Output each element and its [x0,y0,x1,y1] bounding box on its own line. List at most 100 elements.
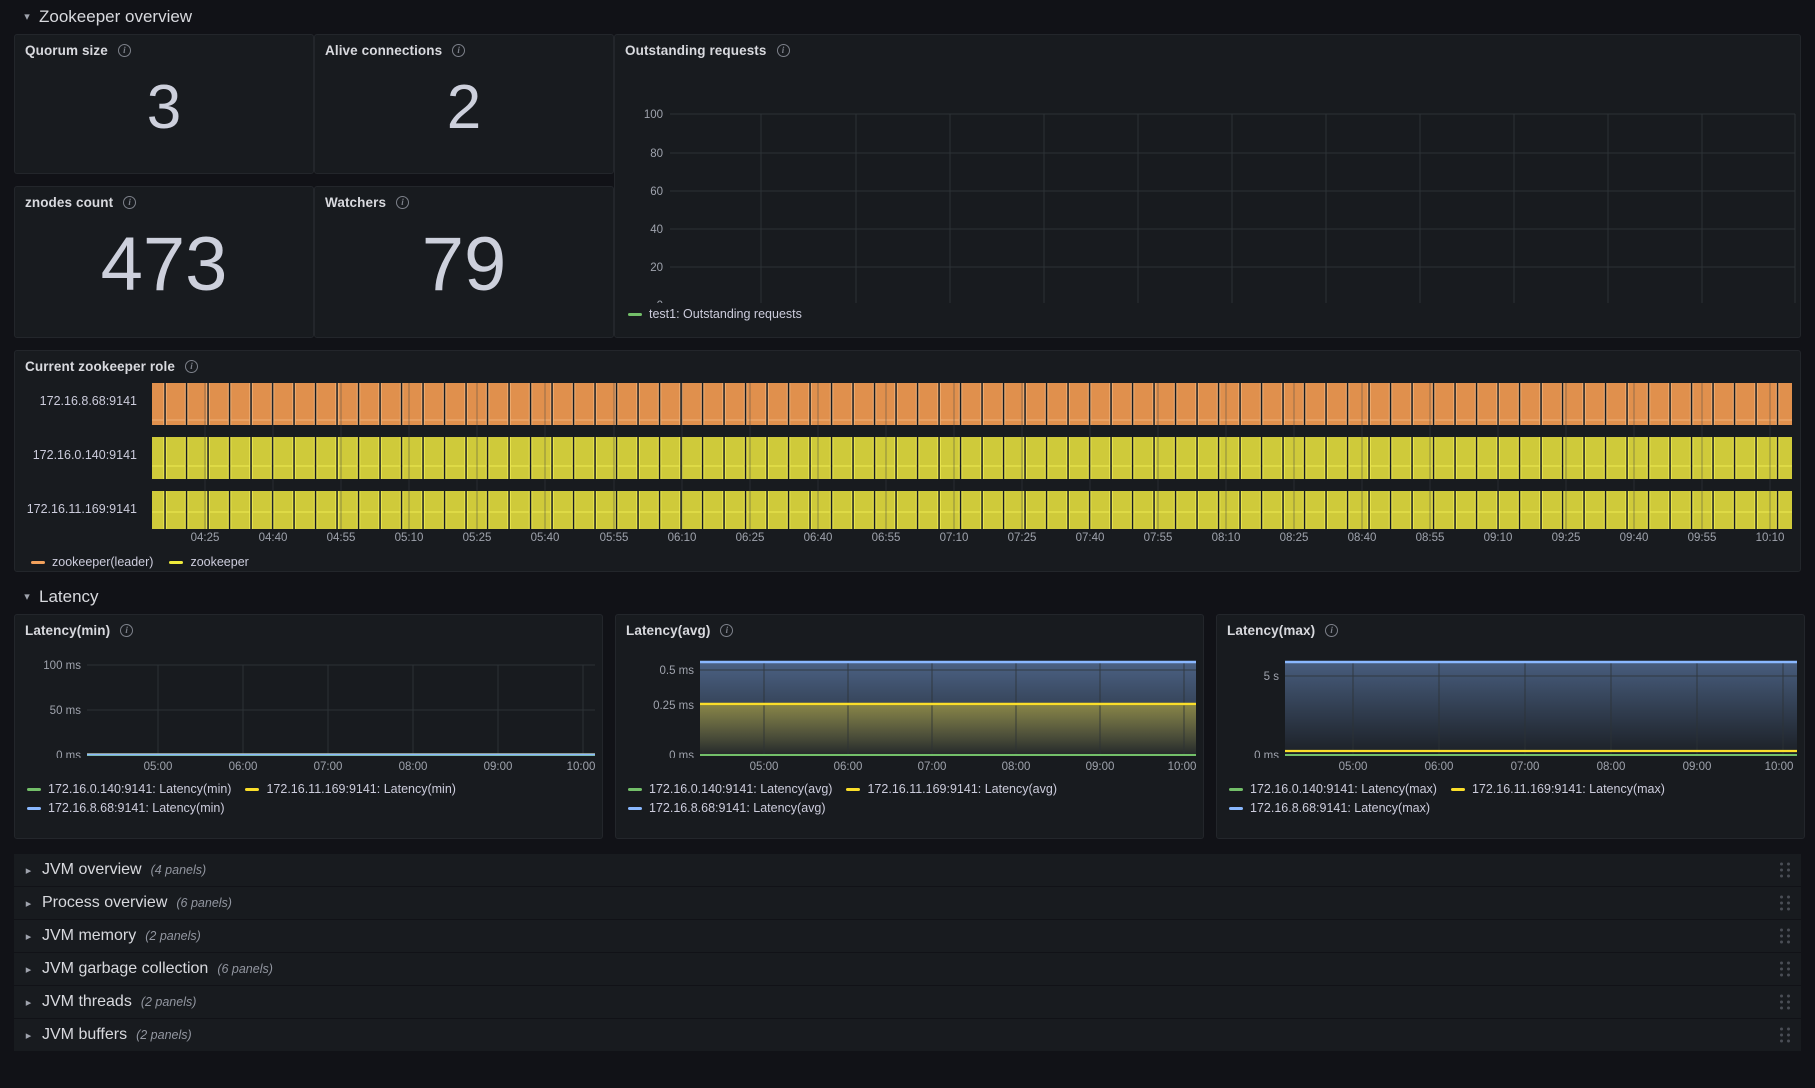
chevron-right-icon: ▸ [25,963,32,976]
svg-text:09:55: 09:55 [1688,532,1717,544]
row-jvm-buffers[interactable]: ▸ JVM buffers (2 panels) [14,1019,1801,1051]
panel-title-text: Alive connections [325,43,443,58]
svg-text:172.16.0.140:9141: 172.16.0.140:9141 [33,448,137,462]
legend-label: 172.16.8.68:9141: Latency(min) [48,801,225,815]
legend-item-follower[interactable]: zookeeper [169,555,249,569]
collapsed-rows-list: ▸ JVM overview (4 panels) ▸ Process over… [14,854,1801,1051]
chevron-down-icon: ▾ [24,10,30,23]
chart-legend: 172.16.0.140:9141: Latency(avg) 172.16.1… [616,778,1203,815]
row-panel-count: (6 panels) [217,962,273,976]
panel-watchers[interactable]: Watchers i 79 [314,186,614,338]
svg-text:80: 80 [650,148,663,160]
panel-title-text: Current zookeeper role [25,359,175,374]
info-icon[interactable]: i [120,624,134,637]
panel-header: Alive connections i [315,35,613,58]
stat-value: 3 [146,73,182,142]
panel-header: Current zookeeper role i [15,351,1800,374]
row-jvm-threads[interactable]: ▸ JVM threads (2 panels) [14,986,1801,1018]
svg-text:06:10: 06:10 [668,532,697,544]
panel-latency-min[interactable]: Latency(min) i 100 ms 50 ms 0 ms [14,614,603,839]
row-header-latency[interactable]: ▾ Latency [14,580,1801,614]
svg-text:0 ms: 0 ms [56,750,81,758]
info-icon[interactable]: i [396,196,410,209]
drag-handle-icon[interactable] [1780,928,1790,944]
legend-color-swatch [245,787,260,791]
latency-min-chart[interactable]: 100 ms 50 ms 0 ms [15,638,602,758]
panel-header: Latency(min) i [15,615,602,638]
legend-color-swatch [1229,806,1243,810]
legend-item[interactable]: 172.16.11.169:9141: Latency(avg) [846,782,1057,796]
legend-item[interactable]: 172.16.11.169:9141: Latency(max) [1450,782,1665,796]
legend-item[interactable]: 172.16.8.68:9141: Latency(min) [27,801,602,815]
legend-label: 172.16.11.169:9141: Latency(avg) [867,782,1057,796]
panel-title-text: Latency(max) [1227,623,1316,638]
drag-handle-icon[interactable] [1780,1027,1790,1043]
row-jvm-memory[interactable]: ▸ JVM memory (2 panels) [14,920,1801,952]
legend-item[interactable]: 172.16.11.169:9141: Latency(min) [245,782,456,796]
info-icon[interactable]: i [1325,624,1339,637]
panel-alive-connections[interactable]: Alive connections i 2 [314,34,614,174]
info-icon[interactable]: i [123,196,137,209]
drag-handle-icon[interactable] [1780,895,1790,911]
legend-label: 172.16.8.68:9141: Latency(avg) [649,801,826,815]
chevron-right-icon: ▸ [25,1029,32,1042]
legend-item[interactable]: 172.16.0.140:9141: Latency(avg) [628,782,832,796]
panel-title-text: znodes count [25,195,114,210]
info-icon[interactable]: i [185,360,198,373]
row-title: JVM buffers [42,1026,128,1043]
chart-legend: test1: Outstanding requests [615,303,1800,321]
svg-text:05:00: 05:00 [1339,761,1368,773]
row-jvm-overview[interactable]: ▸ JVM overview (4 panels) [14,854,1801,886]
svg-text:0 ms: 0 ms [669,750,694,758]
svg-text:07:55: 07:55 [1144,532,1173,544]
legend-item[interactable]: 172.16.8.68:9141: Latency(avg) [628,801,1203,815]
legend-item[interactable]: test1: Outstanding requests [628,307,802,321]
legend-color-swatch [846,787,861,791]
drag-handle-icon[interactable] [1780,862,1790,878]
zookeeper-role-timeline[interactable]: 172.16.8.68:9141 172.16.0.140:9141 172.1… [15,374,1795,529]
row-panel-count: (6 panels) [176,896,232,910]
timeline-legend: zookeeper(leader) zookeeper [15,551,1800,569]
legend-color-swatch [628,787,642,791]
svg-text:09:25: 09:25 [1552,532,1581,544]
svg-text:05:00: 05:00 [144,761,173,773]
drag-handle-icon[interactable] [1780,994,1790,1010]
svg-text:06:25: 06:25 [736,532,765,544]
info-icon[interactable]: i [117,44,131,57]
info-icon[interactable]: i [720,624,734,637]
legend-item-leader[interactable]: zookeeper(leader) [31,555,153,569]
drag-handle-icon[interactable] [1780,961,1790,977]
svg-text:0 ms: 0 ms [1254,750,1279,758]
latency-max-chart[interactable]: 5 s0 ms [1217,638,1804,758]
latency-avg-chart[interactable]: 0.5 ms0.25 ms0 ms [616,638,1203,758]
row-process-overview[interactable]: ▸ Process overview (6 panels) [14,887,1801,919]
stat-value: 79 [421,222,507,307]
legend-item[interactable]: 172.16.8.68:9141: Latency(max) [1229,801,1804,815]
svg-text:04:55: 04:55 [327,532,356,544]
row-jvm-garbage-collection[interactable]: ▸ JVM garbage collection (6 panels) [14,953,1801,985]
svg-text:100 ms: 100 ms [43,660,81,672]
info-icon[interactable]: i [452,44,466,57]
row-header-zookeeper-overview[interactable]: ▾ Zookeeper overview [14,0,1801,34]
panel-header: Quorum size i [15,35,313,58]
info-icon[interactable]: i [776,44,790,57]
chart-legend: 172.16.0.140:9141: Latency(max) 172.16.1… [1217,778,1804,815]
legend-color-swatch [1229,787,1243,791]
legend-item[interactable]: 172.16.0.140:9141: Latency(max) [1229,782,1437,796]
legend-label: 172.16.11.169:9141: Latency(max) [1471,782,1665,796]
legend-item[interactable]: 172.16.0.140:9141: Latency(min) [27,782,231,796]
panel-current-zookeeper-role[interactable]: Current zookeeper role i 172.16.8.68:914… [14,350,1801,572]
svg-text:172.16.11.169:9141: 172.16.11.169:9141 [27,502,137,516]
svg-text:09:00: 09:00 [1086,761,1115,773]
state-band-follower-2 [152,491,1792,529]
panel-quorum-size[interactable]: Quorum size i 3 [14,34,314,174]
panel-znodes-count[interactable]: znodes count i 473 [14,186,314,338]
svg-text:10:00: 10:00 [567,761,596,773]
svg-text:0.5 ms: 0.5 ms [659,665,694,677]
svg-text:50 ms: 50 ms [50,705,82,717]
